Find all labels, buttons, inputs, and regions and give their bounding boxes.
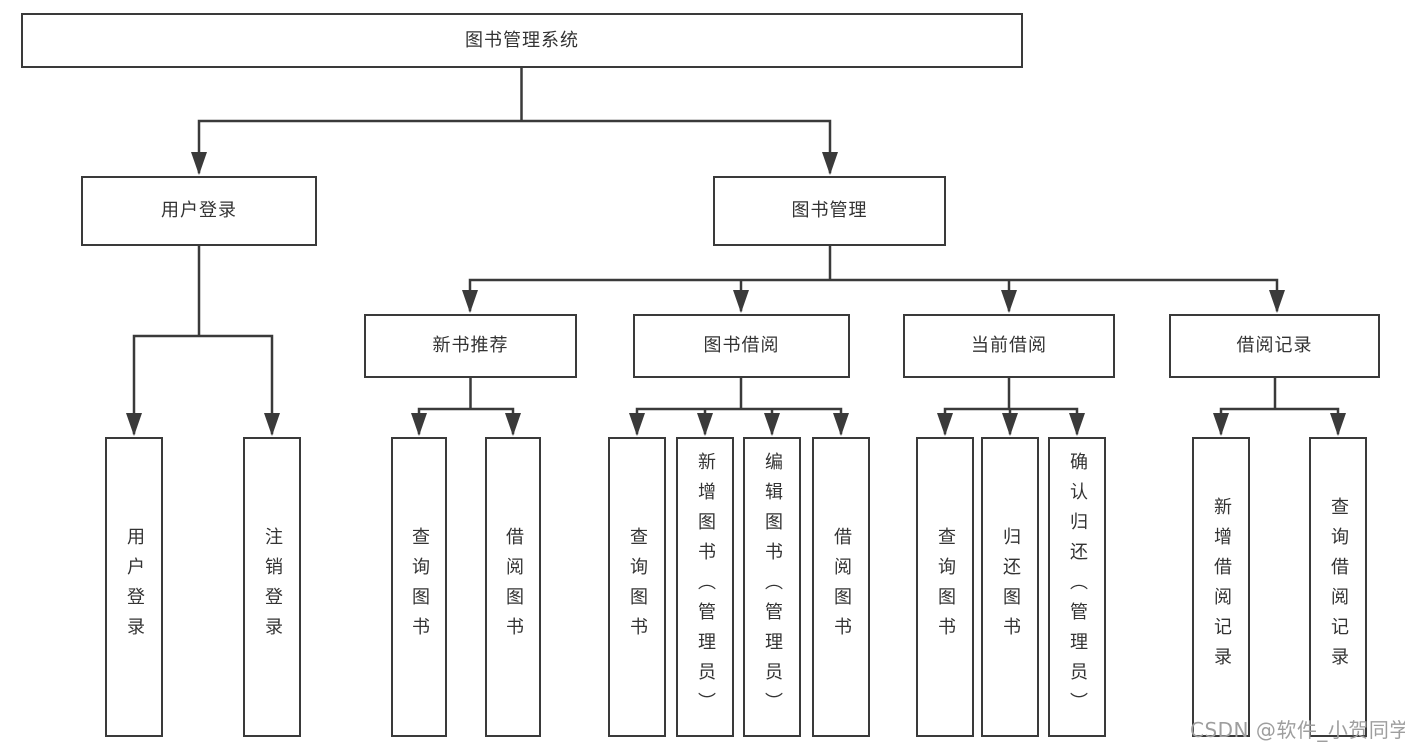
leaf-current-query-books: 查询图书 (916, 437, 974, 737)
node-label: 归还图书 (1000, 527, 1021, 647)
leaf-borrow-borrow-books: 借阅图书 (812, 437, 870, 737)
node-label: 新增图书（管理员） (695, 452, 716, 722)
connector-userlogin-to-leaves (126, 244, 280, 436)
node-label: 新增借阅记录 (1211, 497, 1232, 677)
leaf-current-return-books: 归还图书 (981, 437, 1039, 737)
leaf-records-add-borrow-record: 新增借阅记录 (1192, 437, 1250, 737)
leaf-borrow-edit-books-admin: 编辑图书（管理员） (743, 437, 801, 737)
connector-bookmgmt-to-level3 (462, 244, 1285, 313)
connector-bookborrow-to-leaves (629, 376, 849, 436)
node-label: 新书推荐 (432, 335, 509, 357)
node-label: 图书借阅 (703, 335, 780, 357)
leaf-borrow-add-books-admin: 新增图书（管理员） (676, 437, 734, 737)
leaf-user-login: 用户登录 (105, 437, 163, 737)
leaf-logout: 注销登录 (243, 437, 301, 737)
node-label: 用户登录 (161, 200, 237, 222)
node-label: 用户登录 (124, 527, 145, 647)
leaf-newbooks-borrow-books: 借阅图书 (485, 437, 541, 737)
node-label: 编辑图书（管理员） (762, 452, 783, 722)
csdn-watermark: CSDN @软件_小贺同学 (1190, 718, 1405, 742)
node-label: 借阅记录 (1236, 335, 1313, 357)
node-label: 确认归还（管理员） (1067, 452, 1088, 722)
connector-records-to-leaves (1213, 376, 1346, 436)
node-current-borrowing: 当前借阅 (903, 314, 1115, 378)
node-label: 查询图书 (935, 527, 956, 647)
leaf-current-confirm-return-admin: 确认归还（管理员） (1048, 437, 1106, 737)
node-user-login: 用户登录 (81, 176, 317, 246)
node-label: 图书管理 (791, 200, 868, 222)
node-label: 注销登录 (262, 527, 283, 647)
connector-currentborrow-to-leaves (937, 376, 1085, 436)
node-borrowing-records: 借阅记录 (1169, 314, 1380, 378)
node-label: 借阅图书 (831, 527, 852, 647)
node-label: 查询图书 (409, 527, 430, 647)
node-label: 图书管理系统 (465, 29, 579, 51)
node-label: 当前借阅 (971, 335, 1047, 357)
leaf-records-query-borrow-record: 查询借阅记录 (1309, 437, 1367, 737)
node-new-book-recommendation: 新书推荐 (364, 314, 577, 378)
node-book-management: 图书管理 (713, 176, 946, 246)
node-label: 查询图书 (627, 527, 648, 647)
node-library-management-system: 图书管理系统 (21, 13, 1023, 68)
connector-root-to-level2 (191, 66, 838, 175)
leaf-newbooks-query-books: 查询图书 (391, 437, 447, 737)
node-book-borrowing: 图书借阅 (633, 314, 850, 378)
leaf-borrow-query-books: 查询图书 (608, 437, 666, 737)
node-label: 借阅图书 (503, 527, 524, 647)
connector-newbooks-to-leaves (411, 376, 521, 436)
node-label: 查询借阅记录 (1328, 497, 1349, 677)
